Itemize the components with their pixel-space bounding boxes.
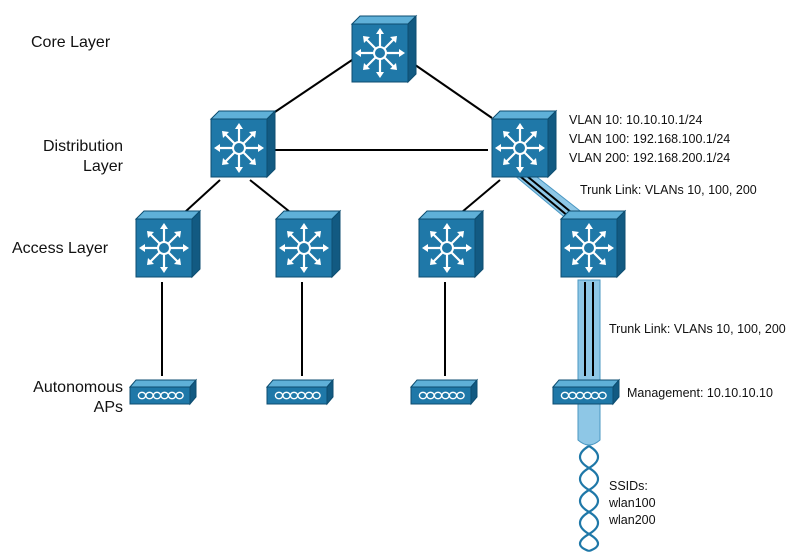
ssid-wlan200: wlan200 (609, 513, 656, 527)
access-point-4-icon (552, 379, 620, 405)
distribution-layer-label-line2: Layer (82, 158, 123, 175)
link-distl-access1 (184, 179, 221, 213)
vlan200-annotation: VLAN 200: 192.168.200.1/24 (569, 151, 731, 165)
autonomous-aps-label-line1: Autonomous (33, 379, 123, 396)
distribution-switch-left-icon (209, 109, 277, 179)
wireless-signal-icon (578, 445, 600, 553)
link-core-dist-left (265, 59, 353, 119)
autonomous-aps-label-line2: APs (93, 399, 123, 416)
core-switch-icon (350, 14, 418, 84)
distribution-switch-right-icon (490, 109, 558, 179)
access-layer-label: Access Layer (12, 240, 109, 257)
trunk-highlight-lower (577, 279, 601, 446)
link-core-dist-right (407, 59, 493, 119)
trunk-link-upper-annotation: Trunk Link: VLANs 10, 100, 200 (580, 183, 757, 197)
access-point-1-icon (129, 379, 197, 405)
access-point-2-icon (266, 379, 334, 405)
access-switch-2-icon (274, 209, 342, 279)
vlan100-annotation: VLAN 100: 192.168.100.1/24 (569, 132, 731, 146)
access-point-3-icon (410, 379, 478, 405)
link-distl-access2 (249, 179, 291, 213)
ssids-title: SSIDs: (609, 479, 648, 493)
access-switch-3-icon (417, 209, 485, 279)
link-distr-access3 (461, 179, 501, 213)
management-annotation: Management: 10.10.10.10 (627, 386, 773, 400)
vlan10-annotation: VLAN 10: 10.10.10.1/24 (569, 113, 703, 127)
trunk-link-lower-annotation: Trunk Link: VLANs 10, 100, 200 (609, 322, 786, 336)
access-switch-4-icon (559, 209, 627, 279)
distribution-layer-label-line1: Distribution (42, 138, 123, 155)
core-layer-label: Core Layer (31, 34, 111, 51)
access-switch-1-icon (134, 209, 202, 279)
ssid-wlan100: wlan100 (609, 496, 656, 510)
